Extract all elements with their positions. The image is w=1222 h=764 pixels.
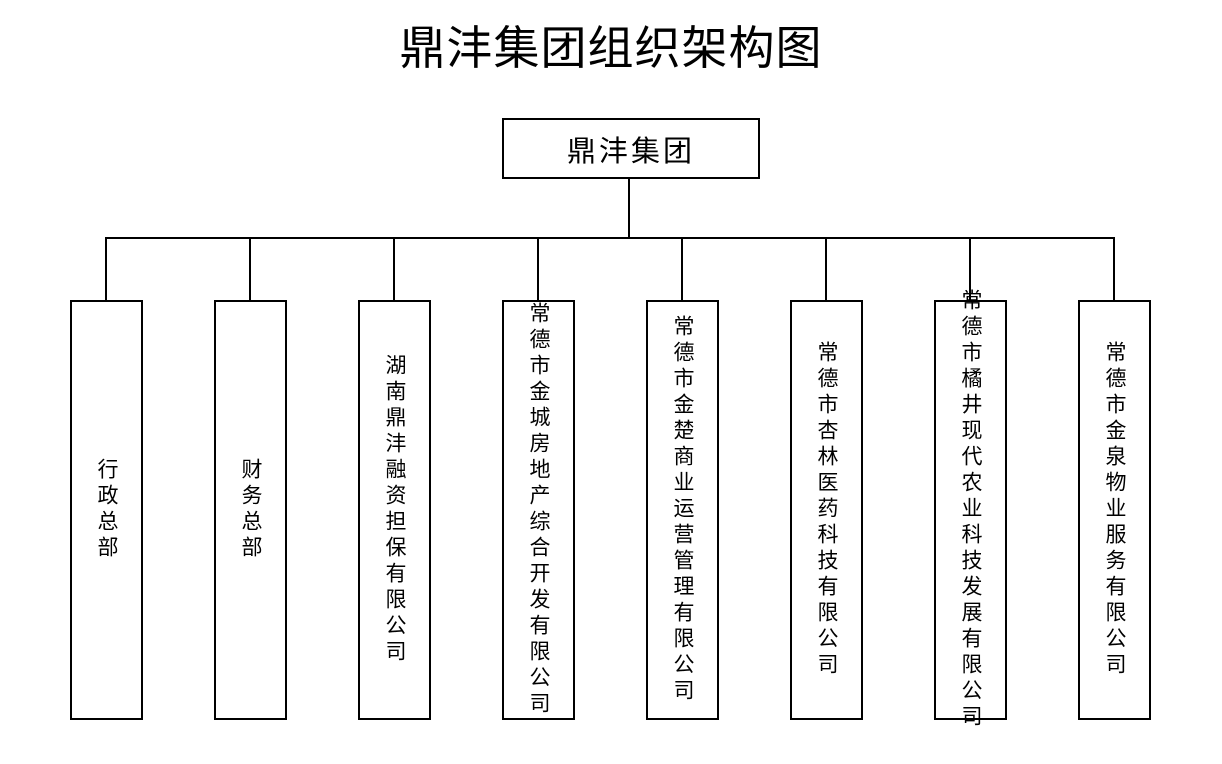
connector-drop-1 <box>105 238 107 300</box>
org-child-box: 常德市杏林医药科技有限公司 <box>790 300 863 720</box>
chart-title: 鼎沣集团组织架构图 <box>399 21 823 75</box>
connector-drop-8 <box>1113 238 1115 300</box>
connector-drop-3 <box>393 238 395 300</box>
org-child-label: 常德市金泉物业服务有限公司 <box>1103 341 1128 679</box>
org-child-label: 湖南鼎沣融资担保有限公司 <box>383 354 408 666</box>
connector-drop-5 <box>681 238 683 300</box>
connector-drop-2 <box>249 238 251 300</box>
org-child-box: 常德市金楚商业运营管理有限公司 <box>646 300 719 720</box>
org-child-label: 行政总部 <box>95 458 120 562</box>
connector-drop-6 <box>825 238 827 300</box>
org-root-label: 鼎沣集团 <box>566 133 695 168</box>
connector-drop-4 <box>537 238 539 300</box>
org-root-box: 鼎沣集团 <box>502 118 760 179</box>
org-child-box: 常德市橘井现代农业科技发展有限公司 <box>934 289 1007 731</box>
org-child-box: 财务总部 <box>214 300 287 720</box>
org-child-label: 常德市橘井现代农业科技发展有限公司 <box>959 289 984 731</box>
org-child-label: 常德市金城房地产综合开发有限公司 <box>527 302 552 718</box>
connector-root-stub <box>628 179 630 238</box>
connector-rail <box>105 237 1115 239</box>
org-child-box: 行政总部 <box>70 300 143 720</box>
org-child-label: 常德市金楚商业运营管理有限公司 <box>671 315 696 705</box>
org-child-box: 常德市金泉物业服务有限公司 <box>1078 300 1151 720</box>
org-child-box: 湖南鼎沣融资担保有限公司 <box>358 300 431 720</box>
org-child-label: 常德市杏林医药科技有限公司 <box>815 341 840 679</box>
org-child-box: 常德市金城房地产综合开发有限公司 <box>502 300 575 720</box>
connector-drop-7 <box>969 238 971 300</box>
org-child-label: 财务总部 <box>239 458 264 562</box>
